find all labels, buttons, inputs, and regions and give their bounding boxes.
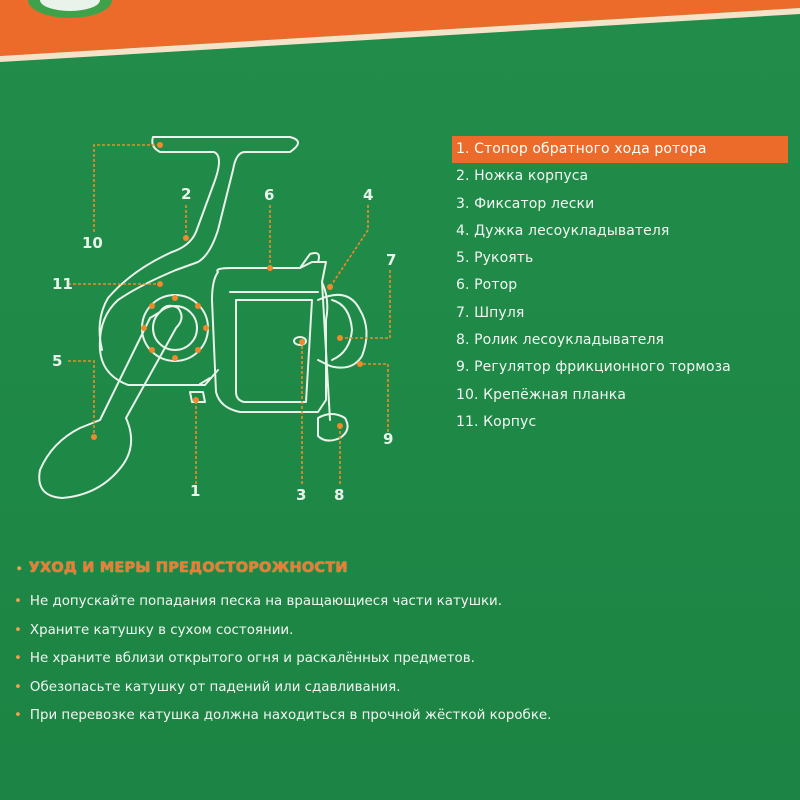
- bullet: •: [14, 708, 22, 723]
- legend-item-6: 6. Ротор: [456, 277, 518, 294]
- bullet: •: [14, 651, 22, 666]
- leader-5: [68, 360, 95, 437]
- callout-8: 8: [334, 486, 345, 504]
- callout-9: 9: [383, 430, 394, 448]
- leader-9: [360, 363, 389, 432]
- legend-item-3: 3. Фиксатор лески: [456, 195, 595, 212]
- parts-legend: 1. Стопор обратного хода ротора 2. Ножка…: [452, 136, 788, 436]
- callout-5: 5: [52, 352, 63, 370]
- callout-2: 2: [181, 185, 192, 203]
- care-item-text: Обезопасьте катушку от падений или сдавл…: [29, 679, 401, 695]
- legend-item-4: 4. Дужка лесоукладывателя: [456, 222, 670, 239]
- fishing-reel-diagram: [38, 136, 391, 499]
- care-item-4: • Обезопасьте катушку от падений или сдав…: [14, 674, 774, 703]
- leader-4: [329, 205, 369, 288]
- title-bullet: •: [16, 564, 23, 575]
- care-item-5: • При перевозке катушка должна находиться…: [14, 702, 774, 731]
- callout-6: 6: [264, 186, 275, 204]
- callout-7: 7: [386, 251, 397, 269]
- legend-item-1: 1. Стопор обратного хода ротора: [452, 136, 788, 164]
- leader-7: [340, 270, 391, 339]
- care-item-text: Храните катушку в сухом состоянии.: [29, 622, 294, 638]
- rotor-outline: [211, 261, 329, 413]
- legend-item-5: 5. Рукоять: [456, 250, 534, 267]
- care-title: • УХОД И МЕРЫ ПРЕДОСТОРОЖНОСТИ: [16, 560, 774, 576]
- legend-item-7: 7. Шпуля: [456, 304, 525, 321]
- bullet: •: [14, 679, 22, 695]
- care-section: • УХОД И МЕРЫ ПРЕДОСТОРОЖНОСТИ • Не допуск…: [14, 560, 774, 731]
- care-item-1: • Не допускайте попадания песка на вращаю…: [14, 588, 774, 617]
- care-item-text: Не храните вблизи открытого огня и раска…: [29, 651, 475, 666]
- orange-stripe: [0, 0, 800, 56]
- callout-11: 11: [52, 275, 73, 293]
- handle-outline: [38, 304, 183, 499]
- legend-item-8: 8. Ролик лесоукладывателя: [456, 332, 665, 349]
- care-item-2: • Храните катушку в сухом состоянии.: [14, 617, 774, 646]
- bail-arm: [299, 252, 331, 421]
- callout-1: 1: [190, 482, 201, 500]
- legend-item-2: 2. Ножка корпуса: [456, 168, 589, 185]
- care-title-text: УХОД И МЕРЫ ПРЕДОСТОРОЖНОСТИ: [28, 560, 348, 576]
- care-item-text: При перевозке катушка должна находиться …: [29, 708, 552, 723]
- legend-item-10: 10. Крепёжная планка: [456, 386, 627, 403]
- leader-10: [93, 144, 160, 232]
- callout-4: 4: [363, 186, 374, 204]
- bullet: •: [14, 622, 22, 638]
- top-orange-band: [0, 0, 800, 62]
- line-roller: [317, 413, 349, 442]
- bullet: •: [14, 594, 22, 609]
- cream-stripe: [0, 8, 800, 62]
- care-item-text: Не допускайте попадания песка на вращающ…: [29, 594, 502, 609]
- care-item-3: • Не храните вблизи открытого огня и раск…: [14, 645, 774, 674]
- legend-item-9: 9. Регулятор фрикционного тормоза: [456, 359, 731, 376]
- legend-item-11: 11. Корпус: [456, 413, 537, 430]
- anti-reverse-switch: [189, 377, 211, 403]
- reel-body-outline: [98, 251, 219, 386]
- spool-outline: [317, 293, 368, 369]
- callout-10: 10: [82, 234, 103, 252]
- reel-foot-outline: [151, 136, 299, 271]
- callout-3: 3: [296, 486, 307, 504]
